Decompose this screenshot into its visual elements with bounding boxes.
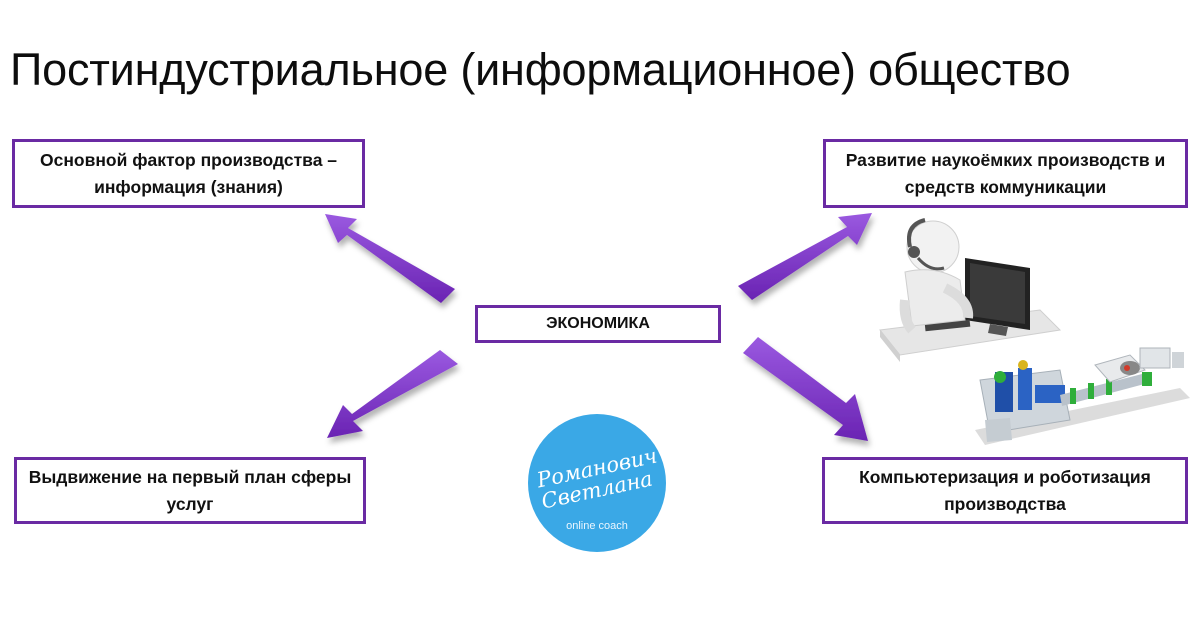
page-title: Постиндустриальное (информационное) обще…: [10, 44, 1071, 95]
person-at-computer-illustration: [879, 218, 1062, 362]
node-bottom-right-label: Компьютеризация и роботизация производст…: [859, 467, 1151, 514]
node-top-right: Развитие наукоёмких производств и средст…: [823, 139, 1188, 208]
robotic-production-line-illustration: [975, 347, 1190, 445]
center-node-label: ЭКОНОМИКА: [546, 315, 650, 332]
node-top-left: Основной фактор производства – информаци…: [12, 139, 365, 208]
arrow-to-top-right: [738, 213, 872, 300]
arrow-to-top-left: [325, 214, 455, 303]
node-bottom-left: Выдвижение на первый план сферы услуг: [14, 457, 366, 524]
center-node: ЭКОНОМИКА: [475, 305, 721, 343]
arrow-to-bottom-right: [743, 337, 868, 441]
logo-subtitle: online coach: [566, 520, 628, 532]
node-top-left-label: Основной фактор производства – информаци…: [39, 150, 338, 197]
node-top-right-label: Развитие наукоёмких производств и средст…: [845, 150, 1166, 197]
arrow-to-bottom-left: [327, 350, 458, 438]
node-bottom-right: Компьютеризация и роботизация производст…: [822, 457, 1188, 524]
author-logo: Романович Светлана online coach: [528, 414, 666, 552]
node-bottom-left-label: Выдвижение на первый план сферы услуг: [28, 467, 352, 514]
